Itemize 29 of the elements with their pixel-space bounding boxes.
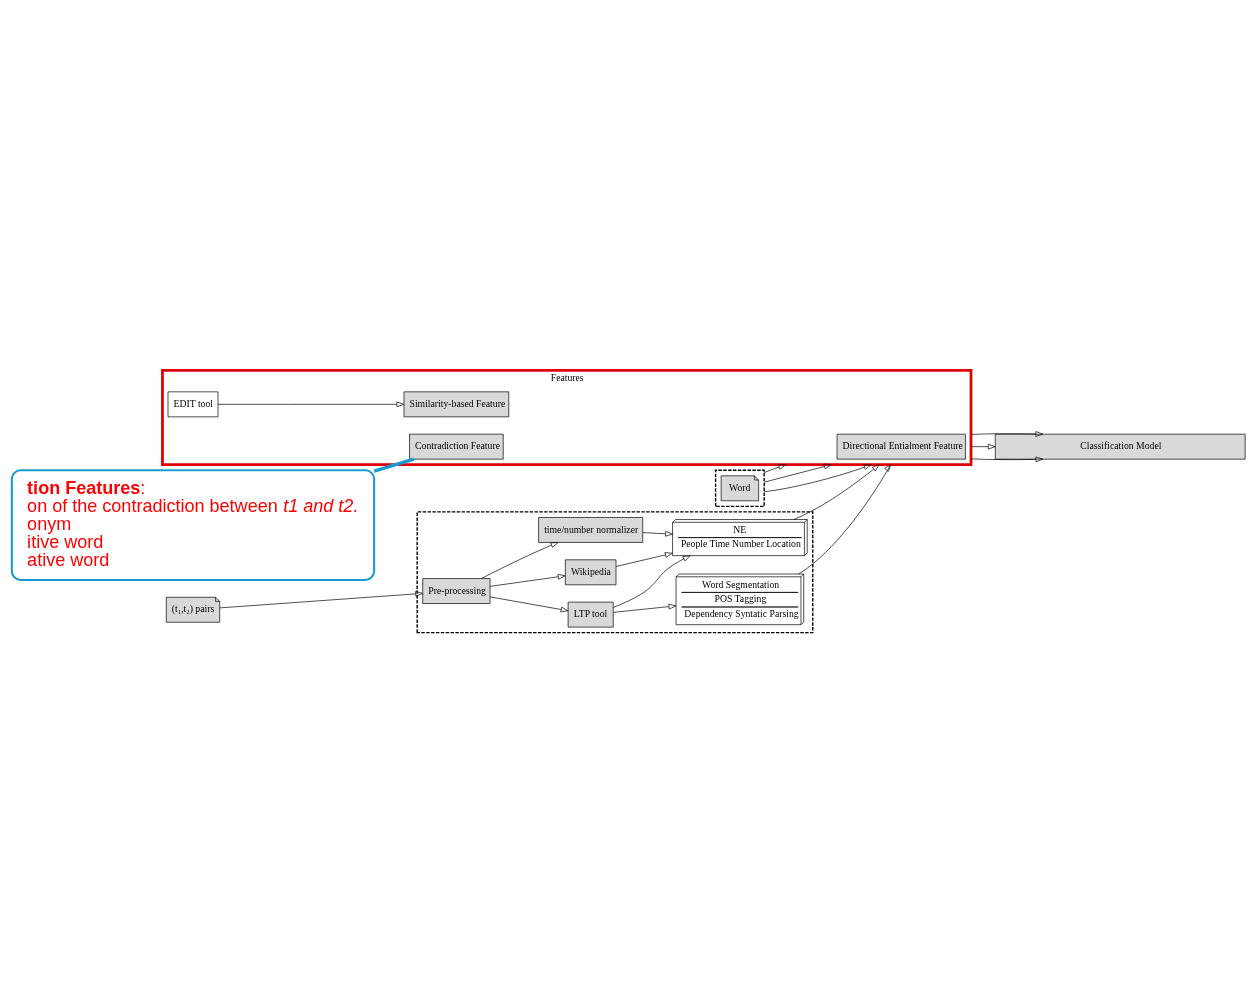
node-box: Classification Model: [994, 433, 1246, 459]
node-box: tion Features: on of the contradiction between t1 and t2. onym itive word ative word: [10, 468, 376, 581]
node-box: LTP tool: [567, 601, 614, 627]
node-box: Similarity-based Feature: [403, 391, 510, 417]
cluster: [714, 469, 765, 507]
arrow: [489, 596, 569, 612]
node-box: Directional Entialment Feature: [836, 433, 966, 459]
arrow: [489, 573, 566, 587]
node-box: time/number normalizer: [538, 516, 644, 543]
arrow: [970, 456, 1044, 462]
arrow: [763, 463, 832, 482]
arrow: [763, 463, 872, 492]
arrow: [613, 554, 691, 608]
arrow: [615, 551, 673, 567]
node-box: Contradiction Feature: [409, 433, 504, 459]
connector: [373, 457, 415, 473]
node-box: Pre-processing: [422, 577, 491, 604]
node-box: Wikipedia: [565, 558, 617, 585]
arrow: [219, 590, 423, 608]
node-box: EDIT tool: [167, 391, 219, 417]
arrow: [763, 463, 787, 473]
arrow: [793, 463, 880, 520]
arrow: [613, 603, 677, 613]
arrow: [970, 443, 996, 449]
arrow: [480, 541, 559, 579]
arrow: [642, 530, 673, 537]
arrow: [217, 401, 405, 407]
arrow: [970, 430, 1044, 437]
arrow: [798, 463, 892, 574]
